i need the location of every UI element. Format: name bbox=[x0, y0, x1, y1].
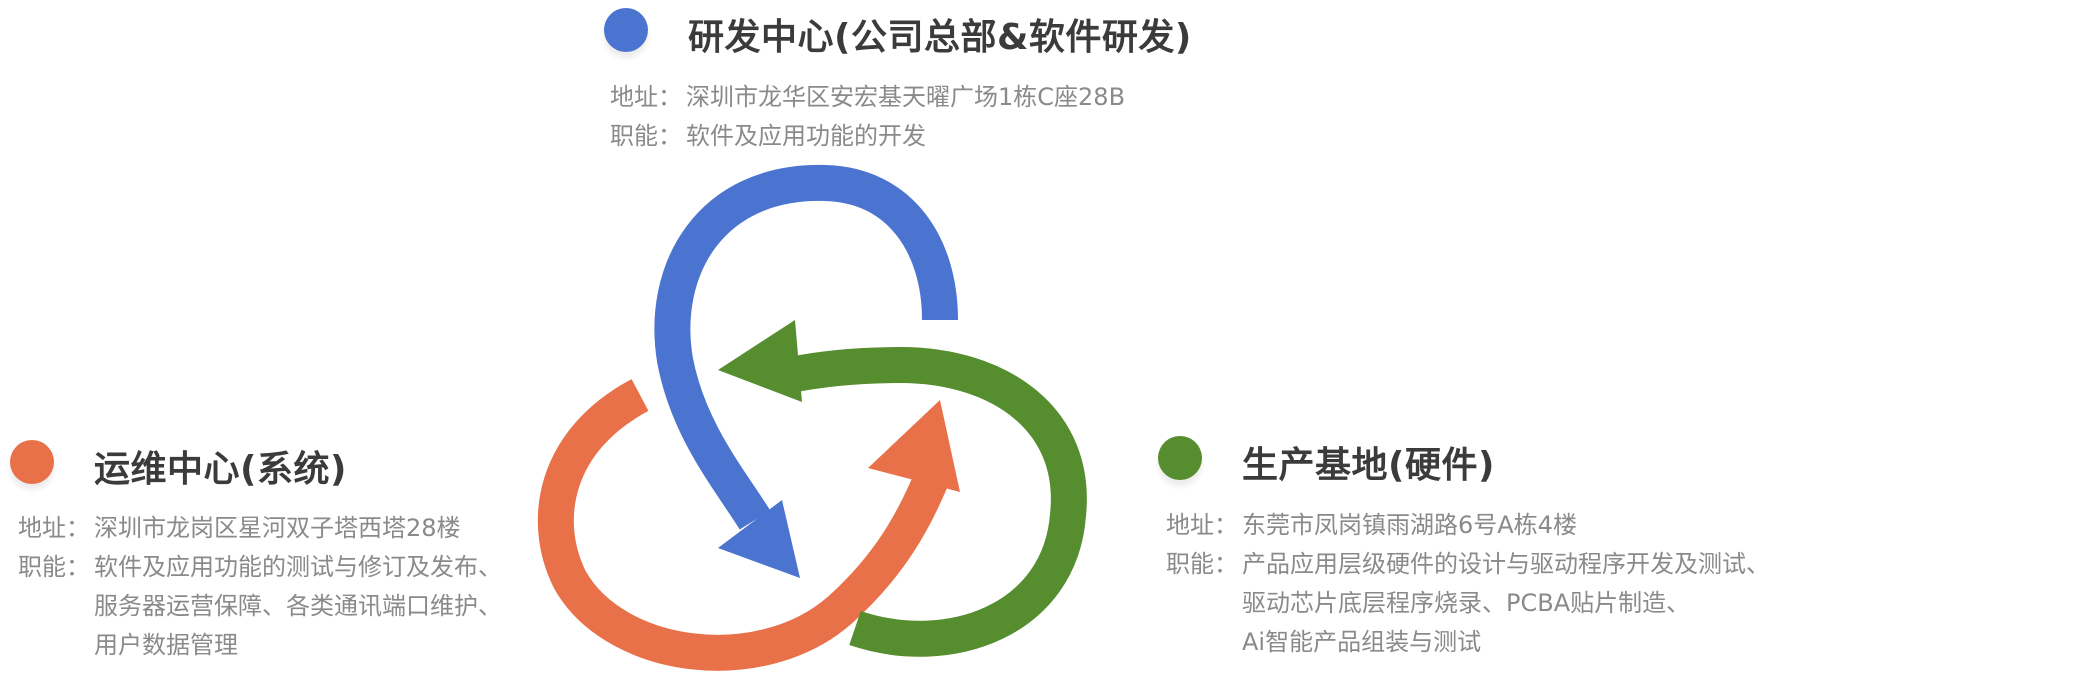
prod-function-line: Ai智能产品组装与测试 bbox=[1242, 628, 1482, 656]
ops-function-line: 用户数据管理 bbox=[94, 631, 238, 659]
green-arrow bbox=[718, 320, 1087, 657]
blue-arrow bbox=[654, 164, 958, 578]
rd-function-line: 软件及应用功能的开发 bbox=[686, 122, 926, 150]
ops-center-marker bbox=[10, 440, 54, 484]
ops-function-line: 软件及应用功能的测试与修订及发布、 bbox=[94, 553, 502, 581]
ops-address: 深圳市龙岗区星河双子塔西塔28楼 bbox=[94, 514, 461, 542]
orange-arrow bbox=[537, 379, 960, 671]
ops-address-row: 地址： 深圳市龙岗区星河双子塔西塔28楼 bbox=[18, 509, 502, 548]
prod-function-row: 职能： 产品应用层级硬件的设计与驱动程序开发及测试、 驱动芯片底层程序烧录、PC… bbox=[1166, 545, 1770, 662]
rd-address: 深圳市龙华区安宏基天曜广场1栋C座28B bbox=[686, 83, 1126, 111]
rd-function-row: 职能： 软件及应用功能的开发 bbox=[610, 117, 1125, 156]
prod-center-info: 地址： 东莞市凤岗镇雨湖路6号A栋4楼 职能： 产品应用层级硬件的设计与驱动程序… bbox=[1166, 506, 1770, 662]
ops-center-title: 运维中心(系统) bbox=[94, 449, 347, 490]
rd-center-title: 研发中心(公司总部&软件研发) bbox=[688, 17, 1192, 58]
prod-function-label: 职能： bbox=[1166, 550, 1238, 578]
prod-address-row: 地址： 东莞市凤岗镇雨湖路6号A栋4楼 bbox=[1166, 506, 1770, 545]
ops-address-label: 地址： bbox=[18, 514, 90, 542]
rd-function-label: 职能： bbox=[610, 122, 682, 150]
rd-address-label: 地址： bbox=[610, 83, 682, 111]
prod-address: 东莞市凤岗镇雨湖路6号A栋4楼 bbox=[1242, 511, 1577, 539]
ops-function-line: 服务器运营保障、各类通讯端口维护、 bbox=[94, 592, 502, 620]
prod-function-line: 驱动芯片底层程序烧录、PCBA贴片制造、 bbox=[1242, 589, 1691, 617]
ops-function-label: 职能： bbox=[18, 553, 90, 581]
prod-function-line: 产品应用层级硬件的设计与驱动程序开发及测试、 bbox=[1242, 550, 1770, 578]
rd-center-info: 地址： 深圳市龙华区安宏基天曜广场1栋C座28B 职能： 软件及应用功能的开发 bbox=[610, 78, 1125, 156]
rd-center-marker bbox=[604, 8, 648, 52]
ops-function-row: 职能： 软件及应用功能的测试与修订及发布、 服务器运营保障、各类通讯端口维护、 … bbox=[18, 548, 502, 665]
ops-center-info: 地址： 深圳市龙岗区星河双子塔西塔28楼 职能： 软件及应用功能的测试与修订及发… bbox=[18, 509, 502, 665]
rd-address-row: 地址： 深圳市龙华区安宏基天曜广场1栋C座28B bbox=[610, 78, 1125, 117]
prod-center-title: 生产基地(硬件) bbox=[1242, 445, 1495, 486]
prod-address-label: 地址： bbox=[1166, 511, 1238, 539]
prod-center-marker bbox=[1158, 436, 1202, 480]
